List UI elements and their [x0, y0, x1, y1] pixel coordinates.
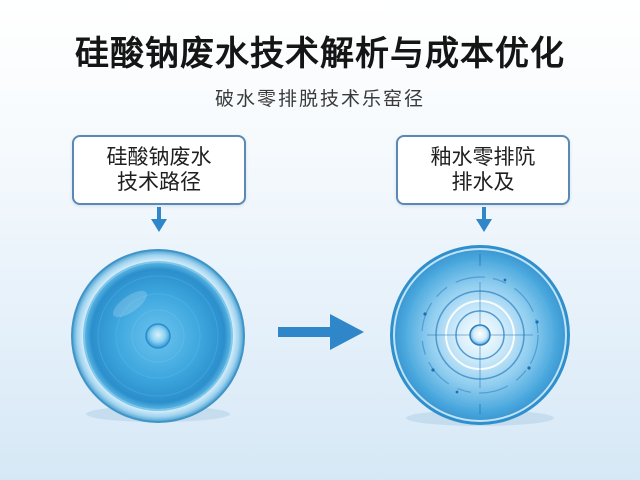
right-label-line1: 釉水零排阬: [430, 145, 536, 169]
treated-water-dish-icon: [390, 245, 570, 426]
right-label-line2: 排水及: [451, 170, 515, 194]
left-label-line2: 技术路径: [117, 170, 201, 194]
page-subtitle: 破水零排脱技术乐窑径: [214, 88, 425, 110]
page-title: 硅酸钠废水技术解析与成本优化: [75, 34, 565, 74]
left-label-box: 硅酸钠废水 技术路径: [72, 135, 246, 205]
arrow-right-icon: [278, 314, 364, 350]
left-label-line1: 硅酸钠废水: [106, 145, 212, 169]
arrow-down-icon: [476, 207, 492, 232]
arrow-down-icon: [151, 207, 167, 232]
water-dish-icon: [71, 249, 245, 423]
right-label-box: 釉水零排阬 排水及: [396, 135, 570, 205]
